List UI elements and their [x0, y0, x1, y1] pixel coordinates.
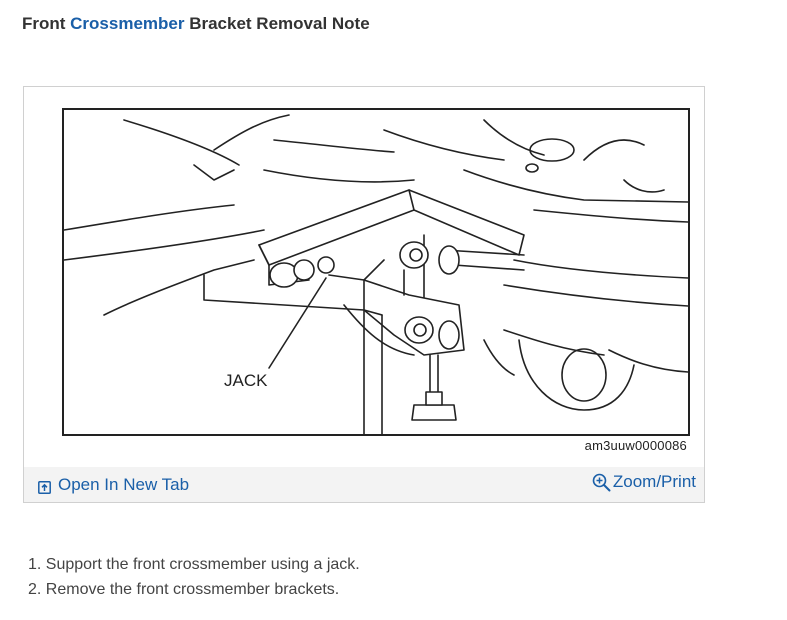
- figure-image-code: am3uuw0000086: [584, 438, 687, 453]
- jack-callout-label: JACK: [224, 371, 268, 390]
- title-suffix: Bracket Removal Note: [184, 14, 370, 33]
- step-item: 2. Remove the front crossmember brackets…: [28, 581, 340, 598]
- open-new-tab-icon: [38, 479, 51, 494]
- figure-card: JACK am3uuw0000086 Open In New Tab: [23, 86, 705, 503]
- page-title: Front Crossmember Bracket Removal Note: [22, 14, 370, 34]
- title-prefix: Front: [22, 14, 71, 33]
- open-in-new-tab-label: Open In New Tab: [58, 475, 190, 494]
- jack-crossmember-drawing: JACK: [64, 114, 688, 434]
- figure-toolbar: Open In New Tab Zoom/Print: [24, 467, 704, 502]
- instruction-steps: 1. Support the front crossmember using a…: [28, 554, 360, 604]
- zoom-in-icon: [592, 473, 611, 492]
- open-in-new-tab-button[interactable]: Open In New Tab: [38, 475, 189, 495]
- zoom-print-button[interactable]: Zoom/Print: [592, 472, 696, 492]
- step-item: 1. Support the front crossmember using a…: [28, 556, 360, 573]
- figure-illustration: JACK: [62, 108, 690, 436]
- crossmember-link[interactable]: Crossmember: [70, 14, 185, 33]
- zoom-print-label: Zoom/Print: [612, 472, 696, 491]
